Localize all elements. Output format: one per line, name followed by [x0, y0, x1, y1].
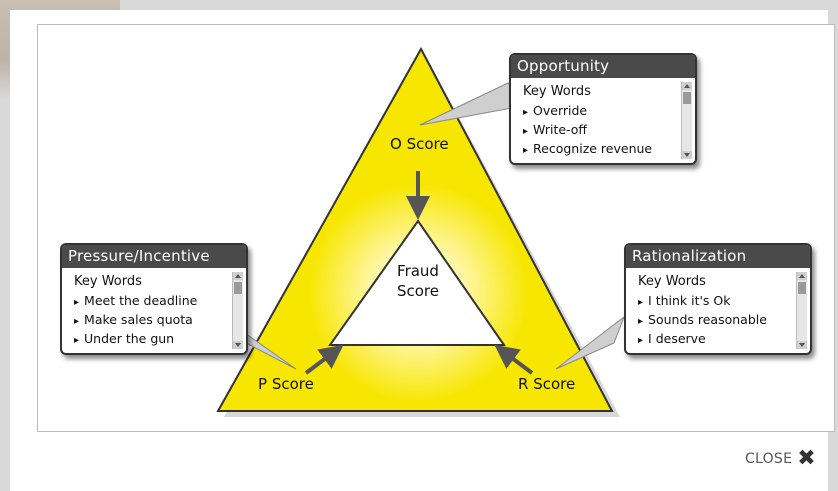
rationalization-key-words-label: Key Words — [638, 274, 706, 289]
opportunity-key-words-label: Key Words — [523, 84, 591, 99]
fraud-triangle-modal: O Score P Score R Score Fraud Score Oppo… — [10, 10, 835, 491]
close-icon: ✖ — [797, 446, 816, 471]
pressure-scrollbar[interactable] — [232, 272, 243, 349]
opportunity-body: Key Words Override Write-off Recognize r… — [511, 78, 695, 163]
scroll-down-arrow-icon[interactable] — [797, 341, 807, 349]
opportunity-title: Opportunity — [511, 55, 695, 78]
rationalization-body: Key Words I think it's Ok Sounds reasona… — [626, 268, 810, 353]
scroll-down-arrow-icon[interactable] — [233, 341, 243, 349]
fraud-triangle-diagram — [216, 46, 626, 417]
inner-triangle — [328, 219, 506, 346]
pressure-key-words-list: Meet the deadline Make sales quota Under… — [74, 292, 228, 349]
pressure-callout: Pressure/Incentive Key Words Meet the de… — [60, 243, 248, 355]
opportunity-callout: Opportunity Key Words Override Write-off… — [509, 53, 697, 165]
rationalization-callout: Rationalization Key Words I think it's O… — [624, 243, 812, 355]
scroll-down-arrow-icon[interactable] — [682, 151, 692, 159]
scroll-up-arrow-icon[interactable] — [682, 82, 692, 90]
close-button[interactable]: CLOSE ✖ — [744, 446, 816, 471]
list-item: Override — [523, 102, 677, 121]
list-item: Write-off — [523, 121, 677, 140]
fraud-triangle-figure: O Score P Score R Score Fraud Score Oppo… — [37, 24, 835, 432]
o-score-label: O Score — [390, 135, 449, 153]
rationalization-scrollbar[interactable] — [796, 272, 807, 349]
p-score-label: P Score — [258, 375, 314, 393]
close-label: CLOSE — [744, 451, 793, 467]
rationalization-pointer — [555, 315, 626, 370]
fraud-score-line2: Score — [396, 282, 439, 300]
rationalization-key-words-list: I think it's Ok Sounds reasonable I dese… — [638, 292, 792, 349]
pressure-key-words-label: Key Words — [74, 274, 142, 289]
list-item: Under the gun — [74, 330, 228, 349]
list-item: Make sales quota — [74, 311, 228, 330]
pressure-title: Pressure/Incentive — [62, 245, 246, 268]
list-item: Meet the deadline — [74, 292, 228, 311]
list-item: Recognize revenue — [523, 140, 677, 159]
scroll-thumb[interactable] — [683, 92, 691, 104]
scroll-thumb[interactable] — [234, 282, 242, 294]
opportunity-key-words-list: Override Write-off Recognize revenue — [523, 102, 677, 159]
list-item: I think it's Ok — [638, 292, 792, 311]
pressure-body: Key Words Meet the deadline Make sales q… — [62, 268, 246, 353]
opportunity-scrollbar[interactable] — [681, 82, 692, 159]
rationalization-title: Rationalization — [626, 245, 810, 268]
p-score-arrow — [304, 344, 344, 375]
r-score-arrow — [494, 344, 534, 375]
scroll-thumb[interactable] — [798, 282, 806, 294]
scroll-up-arrow-icon[interactable] — [797, 272, 807, 280]
fraud-score-label: Fraud Score — [388, 261, 448, 301]
r-score-label: R Score — [518, 375, 576, 393]
list-item: I deserve — [638, 330, 792, 349]
list-item: Sounds reasonable — [638, 311, 792, 330]
fraud-score-line1: Fraud — [397, 262, 439, 280]
scroll-up-arrow-icon[interactable] — [233, 272, 243, 280]
